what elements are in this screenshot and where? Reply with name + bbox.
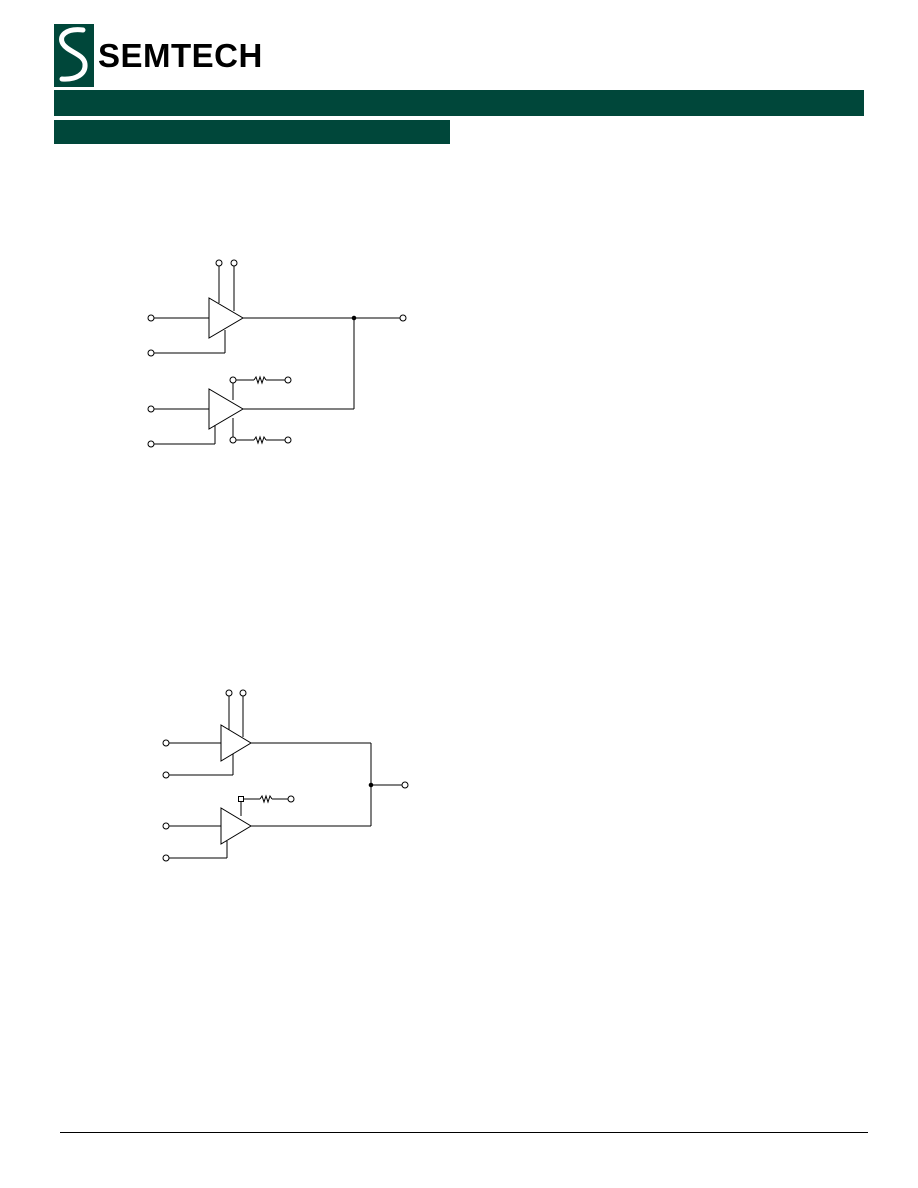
fig2-terminal-b2 (162, 854, 170, 862)
fig2-terminal-out (401, 781, 409, 789)
fig2-terminal-a2 (162, 771, 170, 779)
fig1-terminal-s2 (230, 259, 238, 267)
fig2-amp-b-triangle (220, 807, 252, 845)
fig2-amplifier-b (162, 794, 371, 862)
fig1-amplifier-b (147, 318, 355, 448)
fig2-terminal-a1 (162, 739, 170, 747)
fig2-resistor (259, 794, 273, 804)
fig2-junction (368, 782, 374, 788)
fig1-terminal-r1 (284, 376, 292, 384)
fig1-terminal-s1 (215, 259, 223, 267)
fig1-terminal-b2 (147, 440, 155, 448)
semtech-logo-icon (54, 24, 94, 87)
fig2-terminal-s2 (239, 689, 247, 697)
header-band-fill (54, 90, 864, 116)
fig2-terminal-r (287, 795, 295, 803)
fig1-terminal-b1 (147, 405, 155, 413)
fig1-terminal-bb (229, 436, 237, 444)
fig1-terminal-bt (229, 376, 237, 384)
fig1-resistor-2 (253, 435, 267, 445)
fig1-terminal-out (399, 314, 407, 322)
fig2-amp-a-triangle (220, 724, 252, 762)
fig1-resistor-1 (253, 375, 267, 385)
page-header: SEMTECH (0, 0, 918, 150)
fig2-terminal-b1 (162, 822, 170, 830)
fig1-terminal-a1 (147, 314, 155, 322)
fig1-terminal-a2 (147, 349, 155, 357)
footer-rule (60, 1132, 868, 1133)
header-subband (54, 120, 450, 144)
brand-wordmark: SEMTECH (98, 37, 263, 74)
header-band (54, 90, 864, 116)
fig2-terminal-square (238, 796, 244, 802)
fig1-terminal-r2 (284, 436, 292, 444)
header-subband-fill (54, 120, 450, 144)
logo-s-curve (59, 27, 88, 82)
fig2-amplifier-a (162, 689, 409, 826)
fig2-terminal-s1 (225, 689, 233, 697)
